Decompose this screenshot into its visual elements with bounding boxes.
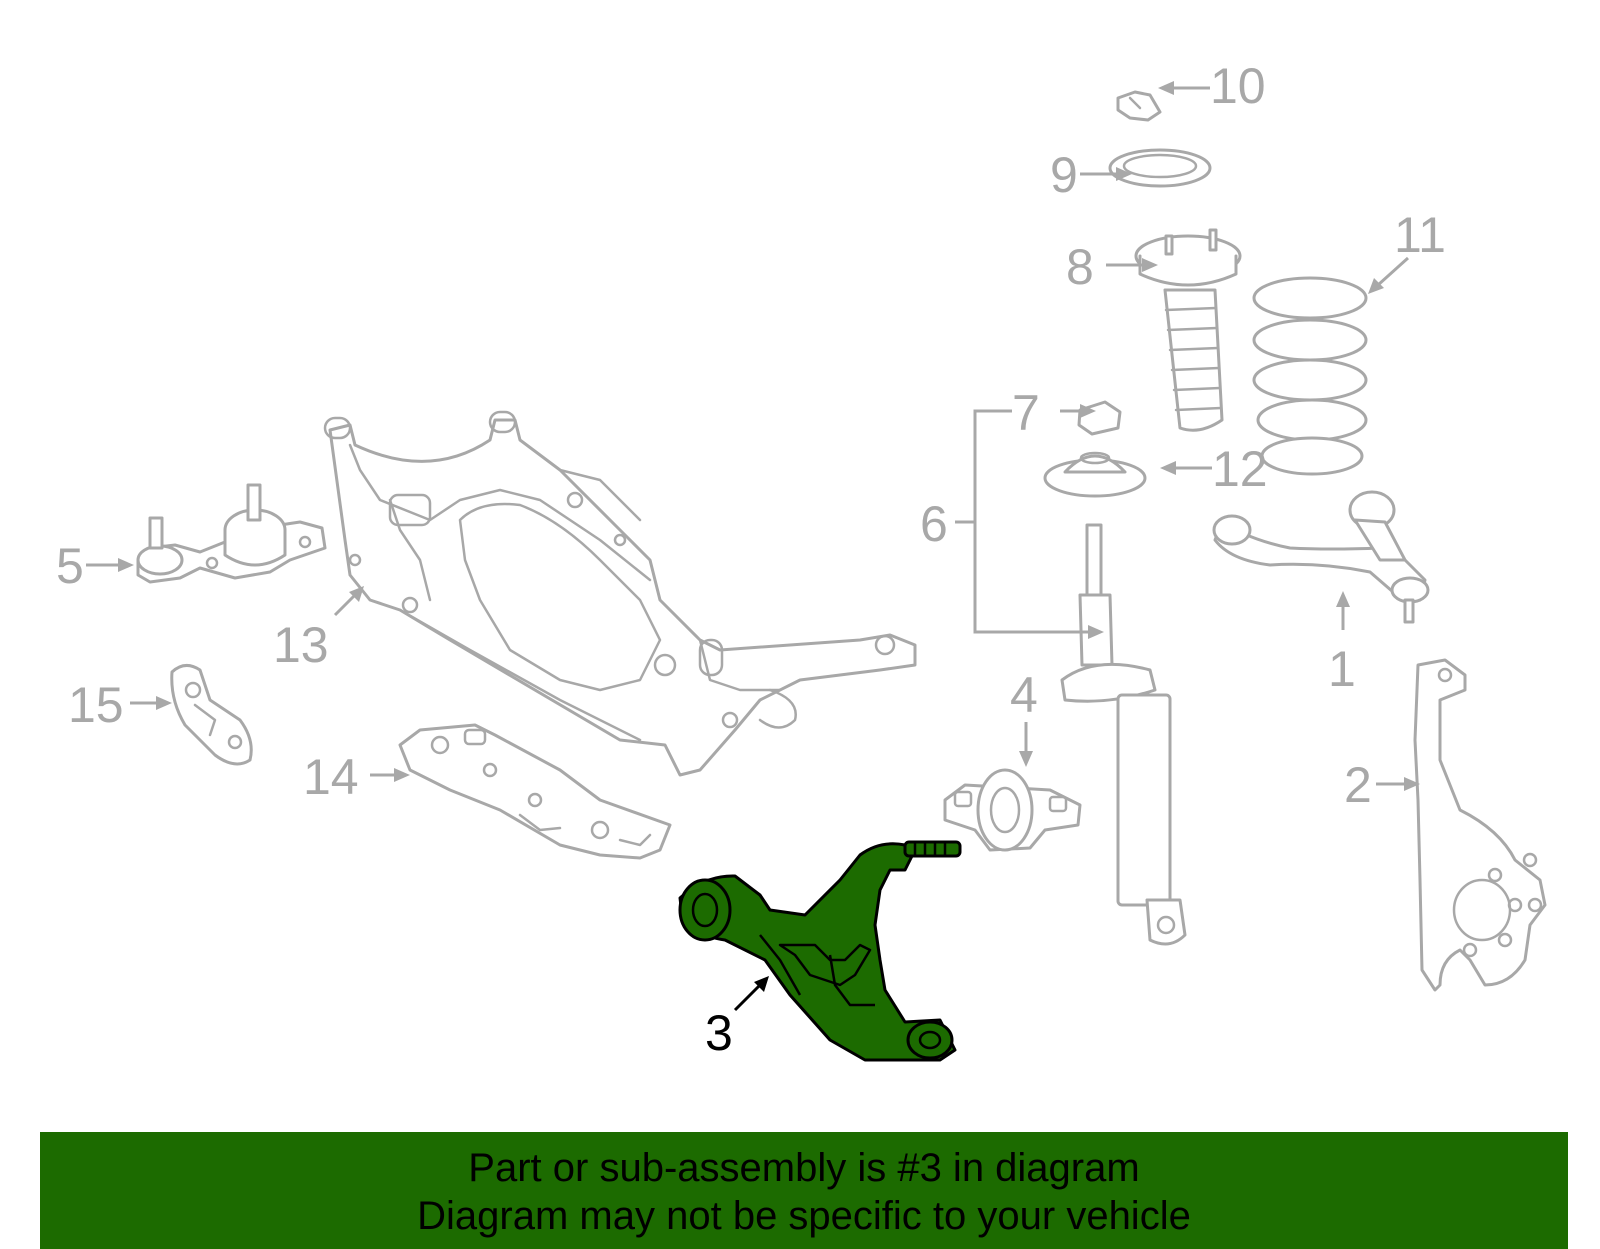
part-9-insulator xyxy=(1108,148,1212,188)
callout-12: 12 xyxy=(1212,441,1268,497)
part-4-bushing xyxy=(943,768,1082,852)
callout-3: 3 xyxy=(705,1005,733,1061)
callout-7: 7 xyxy=(1012,385,1040,441)
callout-5: 5 xyxy=(56,538,84,594)
part-6-strut xyxy=(1060,523,1187,946)
banner-line-1: Part or sub-assembly is #3 in diagram xyxy=(468,1146,1140,1190)
callout-9: 9 xyxy=(1050,147,1078,203)
part-1-upper-arm xyxy=(1212,490,1430,624)
callout-1: 1 xyxy=(1328,641,1356,697)
part-15-bracket xyxy=(170,664,253,766)
callout-6: 6 xyxy=(920,496,948,552)
leader-lines xyxy=(86,81,1420,1012)
part-14-brace xyxy=(398,723,672,860)
part-3-lower-arm-highlighted xyxy=(678,840,962,1062)
part-13-subframe xyxy=(323,410,917,777)
callout-8: 8 xyxy=(1066,239,1094,295)
part-12-strut-mount xyxy=(1043,451,1147,498)
part-2-knuckle xyxy=(1413,658,1547,992)
part-5-engine-mount xyxy=(136,483,327,584)
callout-14: 14 xyxy=(303,749,359,805)
callout-11: 11 xyxy=(1394,207,1446,263)
banner-line-2: Diagram may not be specific to your vehi… xyxy=(417,1194,1191,1238)
part-info-banner: Part or sub-assembly is #3 in diagram Di… xyxy=(40,1132,1568,1249)
part-10-clip xyxy=(1116,90,1162,122)
callout-13: 13 xyxy=(273,617,329,673)
part-8-boot xyxy=(1134,228,1242,432)
callout-10: 10 xyxy=(1210,58,1266,114)
part-11-coil-spring xyxy=(1252,276,1368,476)
callout-4: 4 xyxy=(1010,667,1038,723)
callout-labels: 10 9 8 11 7 12 6 1 2 4 5 13 15 14 3 xyxy=(56,58,1446,1061)
callout-2: 2 xyxy=(1344,757,1372,813)
callout-15: 15 xyxy=(68,677,124,733)
